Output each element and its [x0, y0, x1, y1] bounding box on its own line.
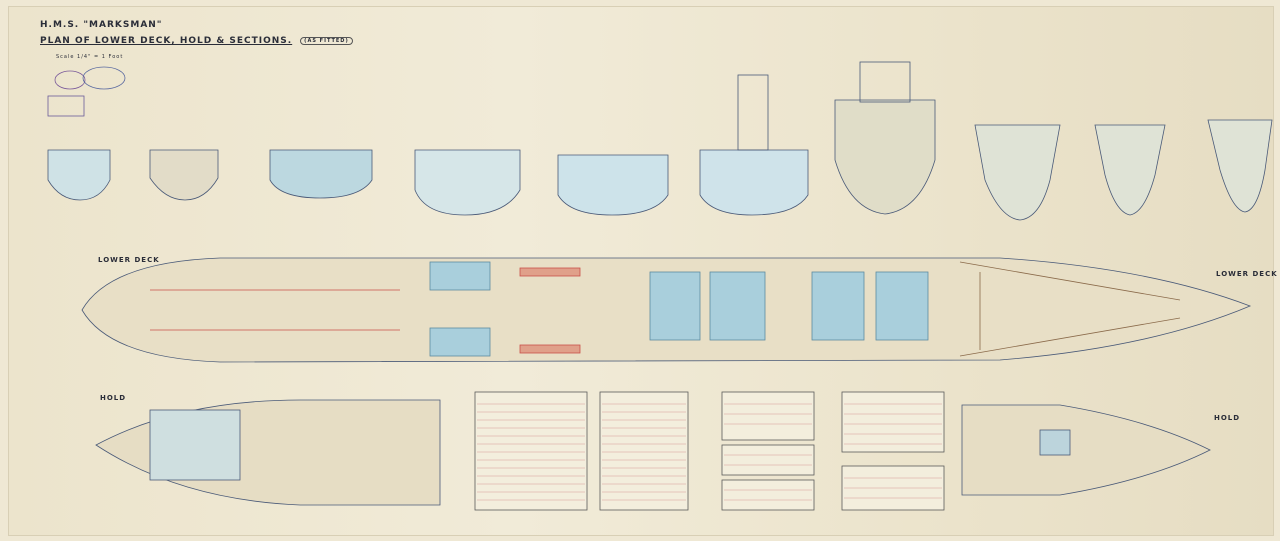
- cross-sections: [47, 61, 1273, 221]
- engine-detail: [150, 267, 581, 354]
- plan-title: PLAN OF LOWER DECK, HOLD & SECTIONS.: [40, 36, 293, 46]
- hold-outline: [95, 399, 441, 506]
- lower-deck-label: LOWER DECK: [1216, 270, 1278, 278]
- hold-label: HOLD: [1214, 414, 1241, 422]
- ship-name: H.M.S. "MARKSMAN": [40, 20, 163, 30]
- hold-label: HOLD: [100, 394, 127, 402]
- equipment-tables: [474, 391, 945, 511]
- plan-title-row: PLAN OF LOWER DECK, HOLD & SECTIONS. (AS…: [40, 36, 353, 47]
- as-fitted-note: (AS FITTED): [300, 37, 353, 46]
- stamp: [54, 70, 86, 90]
- boiler-rooms: [429, 261, 929, 357]
- stamp: [82, 66, 126, 90]
- stamp: [47, 95, 85, 117]
- scale-label: Scale 1/4" = 1 Foot: [56, 54, 124, 60]
- lower-deck-label: LOWER DECK: [98, 256, 160, 264]
- hold-outline-aft: [961, 404, 1211, 496]
